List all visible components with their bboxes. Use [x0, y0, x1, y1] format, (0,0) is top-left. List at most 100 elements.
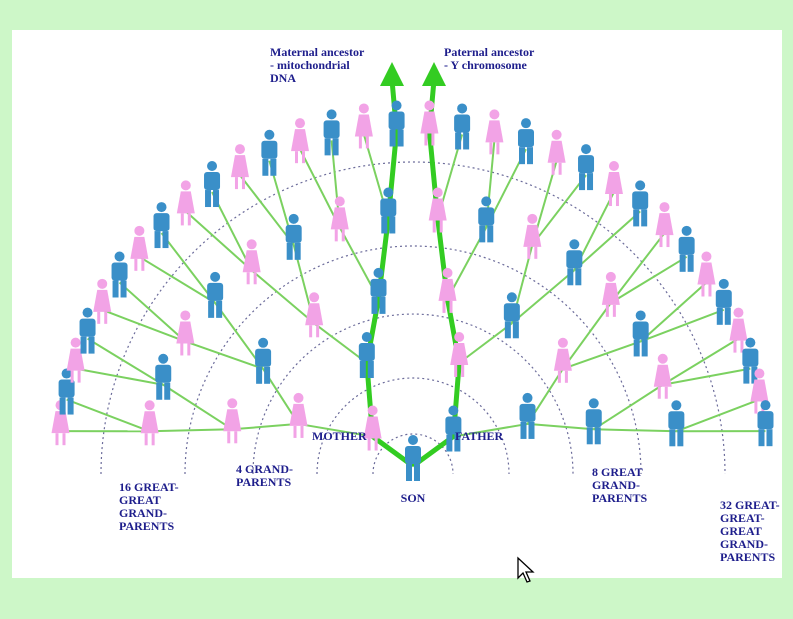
person-female-icon [305, 292, 324, 338]
person-female-icon [130, 225, 149, 271]
parent-link [562, 340, 642, 370]
person-male-icon [261, 129, 278, 176]
parent-link [662, 337, 739, 386]
maternal-line-arrow-icon [380, 62, 404, 86]
father-label: FATHER [455, 429, 504, 443]
person-male-icon [585, 398, 602, 445]
person-female-icon [655, 202, 674, 248]
person-female-icon [601, 271, 620, 317]
generation-ring [252, 313, 574, 475]
inheritance-paths [364, 62, 462, 469]
son-label: SON [400, 491, 426, 505]
parent-link [75, 367, 164, 386]
parent-link [527, 422, 594, 431]
parent-link [118, 281, 186, 343]
person-male-icon [742, 337, 759, 384]
person-male-icon [155, 353, 172, 400]
parent-link [184, 340, 264, 370]
parent-link [66, 398, 151, 433]
parent-link [453, 422, 528, 438]
parent-link [531, 174, 587, 246]
person-female-icon [93, 278, 112, 324]
parent-link [675, 398, 760, 433]
person-male-icon [668, 400, 685, 447]
person-male-icon [519, 392, 536, 439]
parent-link [593, 383, 664, 431]
person-male-icon [405, 435, 421, 481]
person-female-icon [140, 400, 159, 446]
person-female-icon [604, 161, 623, 207]
person-male-icon [678, 225, 695, 272]
parent-link [562, 302, 612, 370]
person-female-icon [485, 109, 504, 155]
great-grandparents-label: 8 GREAT GRAND- PARENTS [592, 465, 648, 505]
person-male-icon [388, 100, 405, 147]
person-male-icon [323, 109, 340, 156]
person-male-icon [578, 144, 595, 191]
great-great-great-grandparents-label: 32 GREAT- GREAT- GREAT GRAND- PARENTS [720, 498, 780, 564]
person-female-icon [553, 337, 572, 383]
generation-rings [100, 161, 726, 475]
person-male-icon [58, 368, 75, 415]
person-female-icon [523, 213, 542, 259]
parent-link [87, 337, 164, 386]
person-female-icon [330, 196, 349, 242]
parent-link [640, 281, 708, 343]
person-male-icon [757, 400, 774, 447]
person-male-icon [370, 267, 387, 314]
parent-link [458, 322, 513, 364]
maternal-ancestor-label: Maternal ancestor - mitochondrial DNA [270, 45, 365, 85]
person-male-icon [478, 196, 495, 243]
person-female-icon [697, 251, 716, 297]
person-female-icon [242, 239, 261, 285]
mother-label: MOTHER [312, 429, 367, 443]
person-male-icon [503, 292, 520, 339]
mouse-cursor-icon [517, 556, 535, 583]
parent-links [60, 131, 766, 467]
person-male-icon [517, 118, 534, 165]
person-male-icon [153, 202, 170, 249]
person-male-icon [632, 180, 649, 227]
person-male-icon [255, 337, 272, 384]
parent-link [232, 422, 299, 431]
parent-link [610, 255, 688, 304]
person-male-icon [566, 239, 583, 286]
parent-link [573, 210, 641, 272]
parent-link [138, 255, 216, 304]
parent-link [162, 383, 233, 431]
person-male-icon [632, 310, 649, 357]
grandparents-label: 4 GRAND- PARENTS [236, 462, 293, 489]
person-female-icon [420, 100, 439, 146]
person-female-icon [450, 332, 469, 378]
parent-link [299, 148, 341, 228]
person-male-icon [445, 405, 462, 452]
person-male-icon [207, 271, 224, 318]
person-male-icon [79, 307, 96, 354]
parent-link [160, 232, 216, 304]
person-female-icon [363, 405, 382, 451]
person-male-icon [204, 161, 221, 208]
parent-link [313, 322, 368, 364]
paternal-ancestor-label: Paternal ancestor - Y chromosome [444, 45, 535, 72]
person-male-icon [380, 187, 397, 234]
person-male-icon [111, 251, 128, 298]
generation-ring [316, 377, 510, 475]
generation-ring [100, 161, 726, 475]
parent-link [149, 428, 233, 433]
person-female-icon [291, 118, 310, 164]
parent-link [593, 428, 677, 433]
parent-link [251, 269, 315, 325]
person-male-icon [358, 332, 375, 379]
parent-link [239, 174, 295, 246]
parent-link [610, 232, 666, 304]
people-icons [51, 100, 774, 481]
parent-link [640, 308, 725, 343]
person-female-icon [354, 103, 373, 149]
person-female-icon [176, 310, 195, 356]
person-female-icon [66, 337, 85, 383]
parent-link [185, 210, 253, 272]
person-female-icon [729, 307, 748, 353]
generation-ring [184, 245, 642, 475]
person-female-icon [438, 267, 457, 313]
person-female-icon [230, 144, 249, 190]
